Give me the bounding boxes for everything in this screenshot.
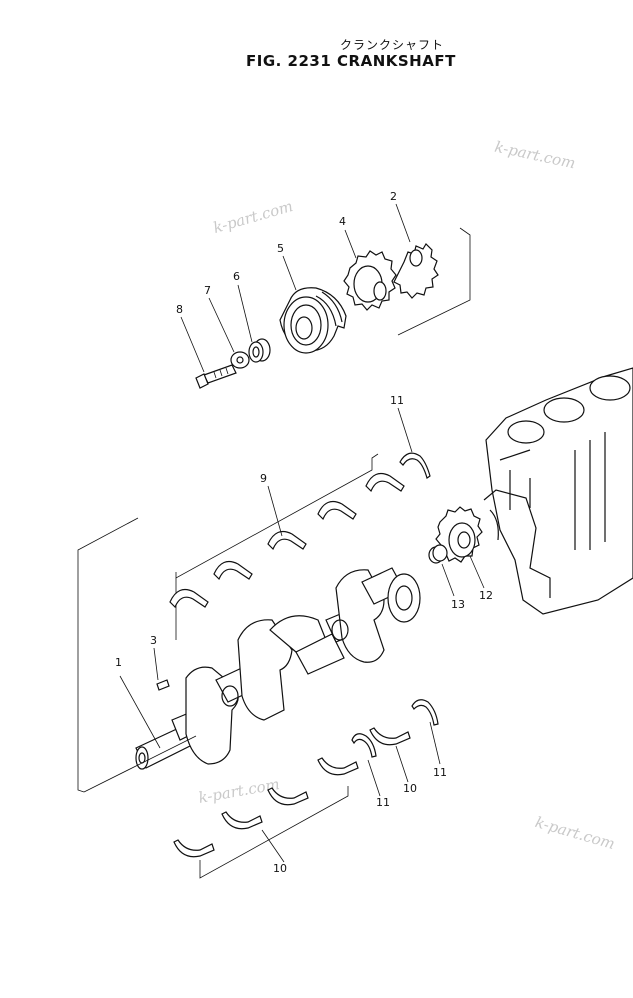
callout-5: 5 xyxy=(277,242,284,255)
part-7-washer-icon xyxy=(230,351,250,369)
part-10-lower-bearings-icon xyxy=(173,727,411,858)
callout-11-mid: 11 xyxy=(376,796,390,809)
part-11-thrust-washer-mid-icon xyxy=(351,733,377,758)
engine-block-icon xyxy=(483,367,633,615)
callout-1: 1 xyxy=(115,656,122,669)
upper-bearings-bracket xyxy=(77,453,379,793)
part-12-crank-gear-icon xyxy=(435,506,483,563)
part-11-thrust-washer-right-icon xyxy=(411,699,439,726)
lower-bearings-bracket xyxy=(199,786,349,879)
part-1-crankshaft-icon xyxy=(135,567,421,770)
leader-lines-upper xyxy=(180,203,411,373)
part-4-gear-icon xyxy=(343,250,397,311)
callout-6: 6 xyxy=(233,270,240,283)
callout-10-right: 10 xyxy=(403,782,417,795)
part-9-main-bearings-icon xyxy=(169,473,405,609)
callout-3: 3 xyxy=(150,634,157,647)
part-6-collar-icon xyxy=(248,338,271,363)
leader-lines-lower xyxy=(119,555,485,863)
callout-12: 12 xyxy=(479,589,493,602)
part-2-small-gear-icon xyxy=(393,243,439,299)
part-8-bolt-icon xyxy=(195,364,237,389)
part-3-key-icon xyxy=(156,679,170,691)
figure-title: FIG. 2231 CRANKSHAFT xyxy=(246,52,456,70)
callout-9: 9 xyxy=(260,472,267,485)
callout-7: 7 xyxy=(204,284,211,297)
callout-2: 2 xyxy=(390,190,397,203)
front-group-bracket xyxy=(397,227,471,336)
callout-8: 8 xyxy=(176,303,183,316)
callout-4: 4 xyxy=(339,215,346,228)
callout-10-lower: 10 xyxy=(273,862,287,875)
callout-13: 13 xyxy=(451,598,465,611)
title-japanese: クランクシャフト xyxy=(340,38,445,52)
part-11-thrust-washer-top-icon xyxy=(397,407,431,479)
part-5-pulley-icon xyxy=(279,287,347,354)
part-13-bush-icon xyxy=(428,544,448,564)
callout-11-right: 11 xyxy=(433,766,447,779)
callout-11-top: 11 xyxy=(390,394,404,407)
